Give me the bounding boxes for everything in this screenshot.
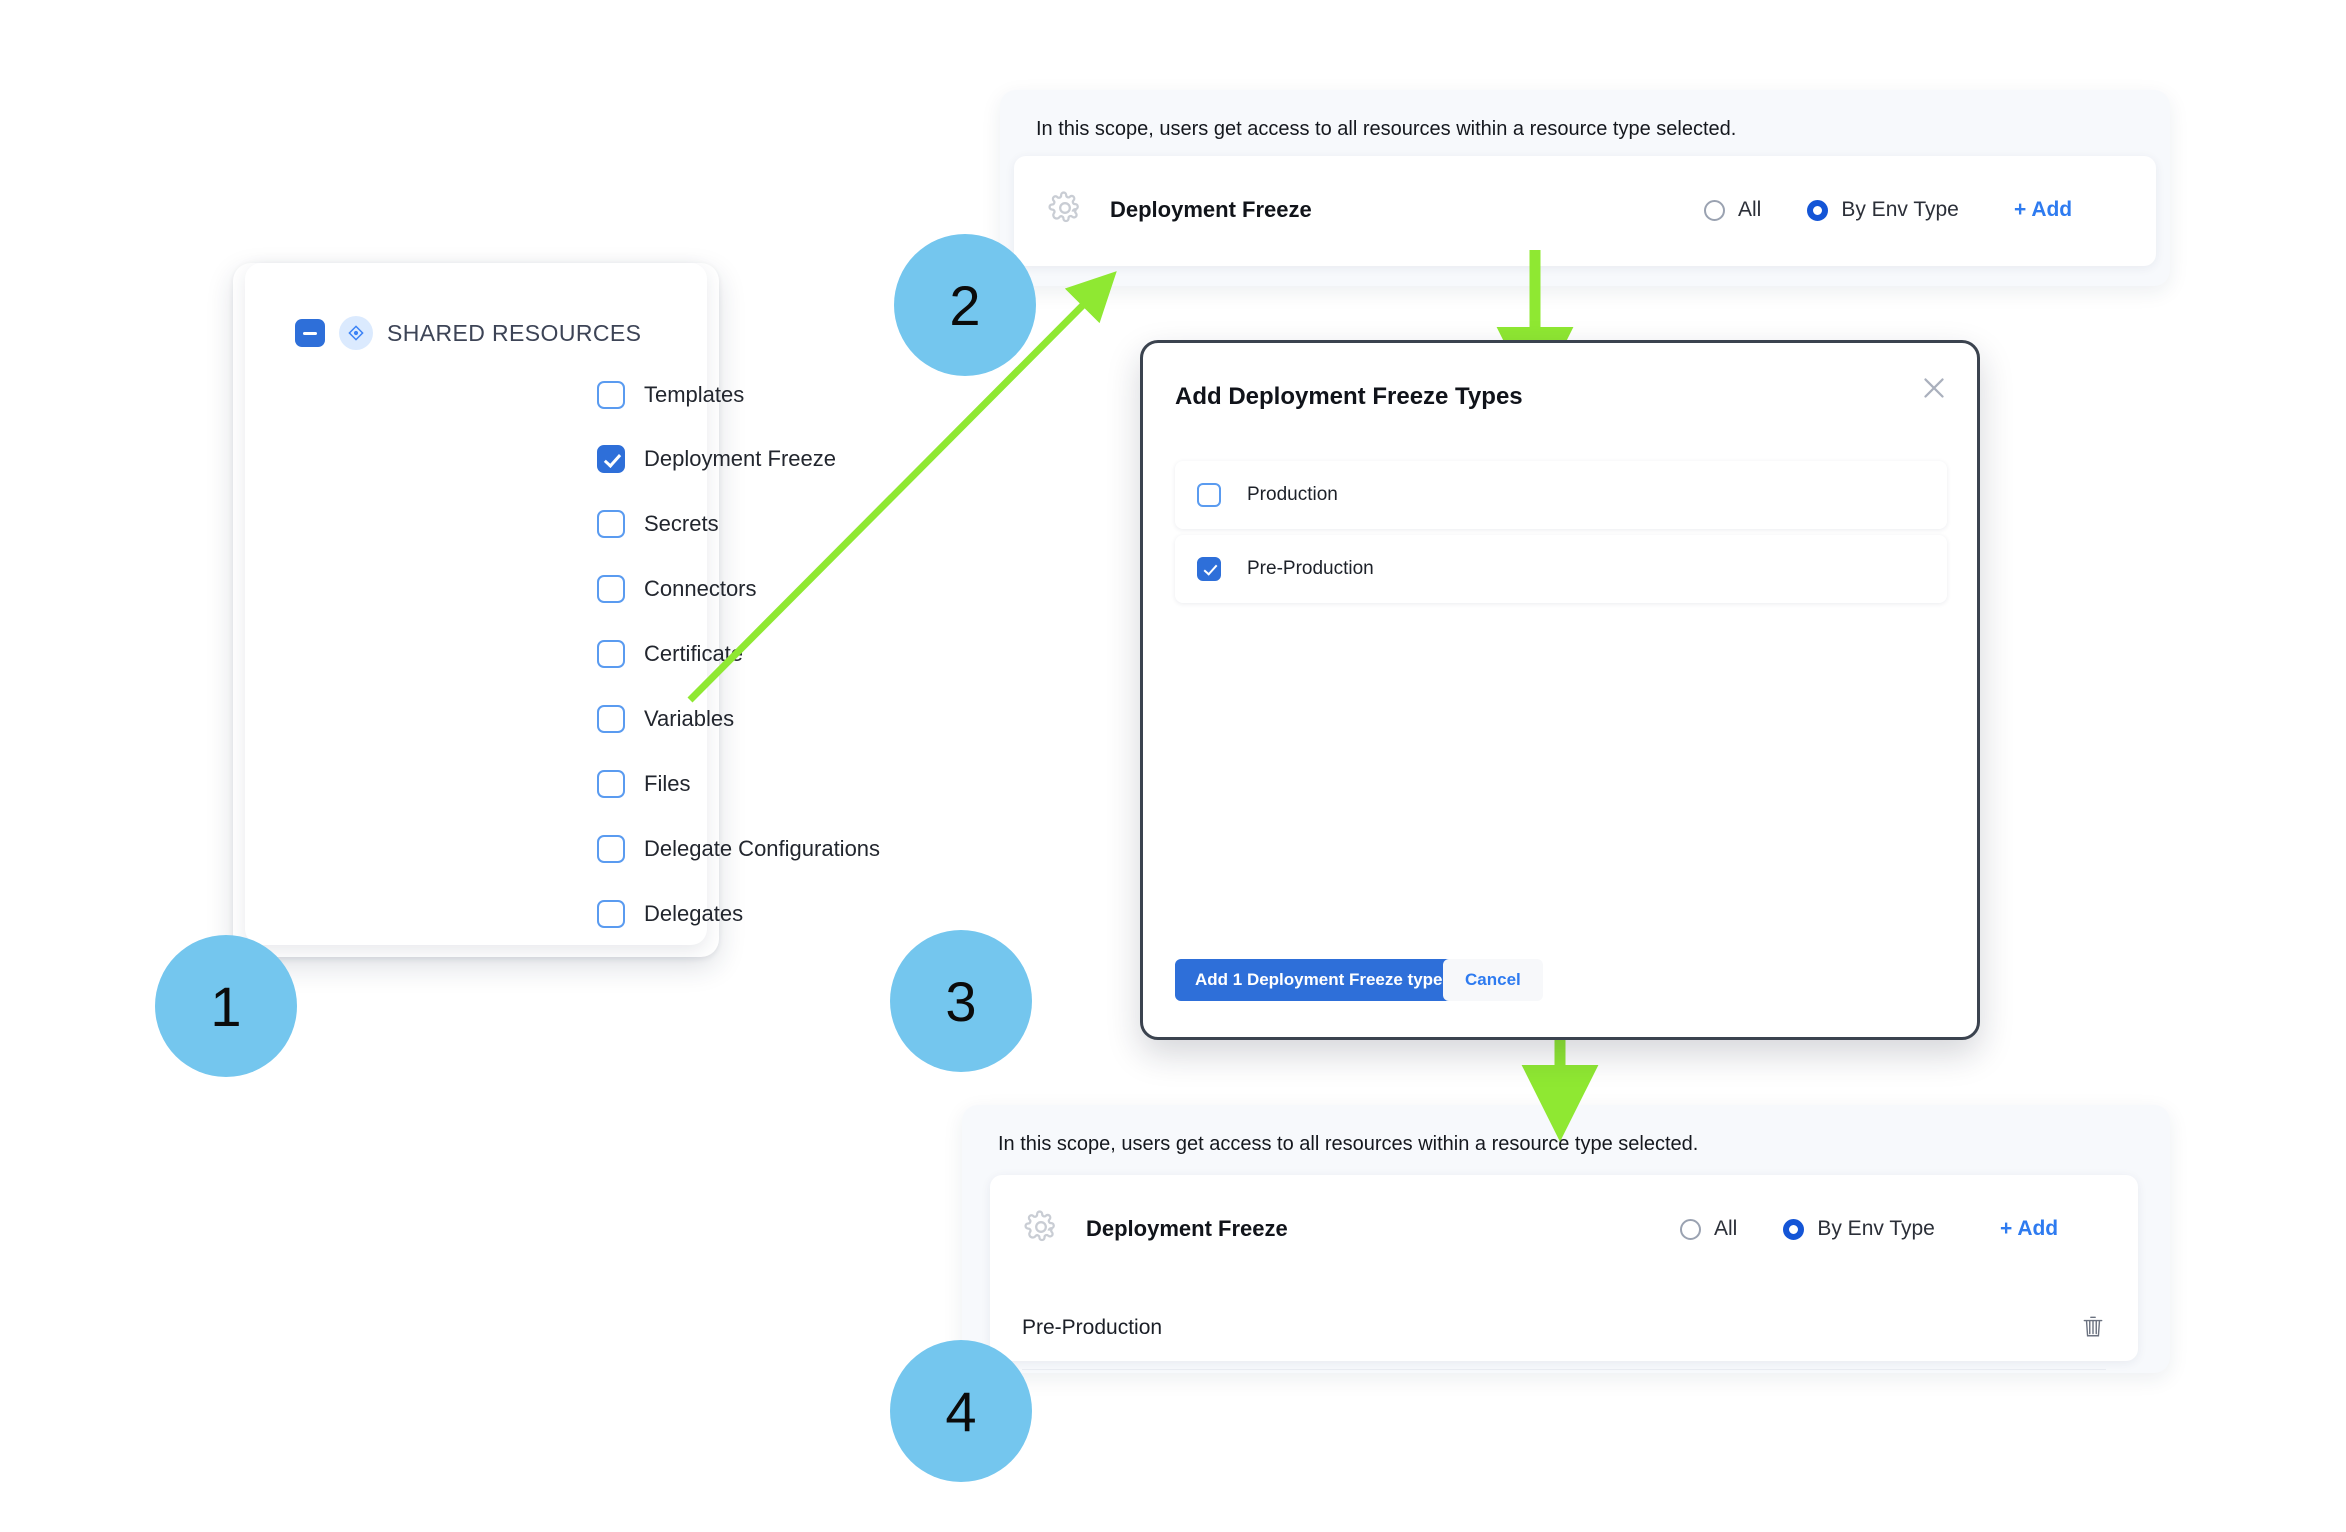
step-badge-4: 4 — [890, 1340, 1032, 1482]
resource-item-secrets[interactable]: Secrets — [597, 510, 719, 538]
checkbox-delegate-configurations[interactable] — [597, 835, 625, 863]
step-badge-1: 1 — [155, 935, 297, 1077]
radio-label-all: All — [1738, 198, 1762, 221]
arrow-tree-to-scope — [687, 271, 1117, 703]
checkbox-files[interactable] — [597, 770, 625, 798]
radio-by-env-type[interactable]: By Env Type — [1783, 1217, 1935, 1241]
add-button[interactable]: + Add — [2014, 198, 2073, 221]
checkbox-templates[interactable] — [597, 381, 625, 409]
shared-resources-label: SHARED RESOURCES — [387, 319, 642, 346]
resource-type-card: Deployment Freeze All By Env Type + Add … — [990, 1175, 2138, 1370]
resource-item-certificate[interactable]: Certificate — [597, 640, 743, 668]
resource-type-row: Deployment Freeze All By Env Type + Add — [1014, 156, 2156, 264]
checkbox-certificate[interactable] — [597, 640, 625, 668]
resource-item-variables[interactable]: Variables — [597, 705, 734, 733]
checkbox-pre-production[interactable] — [1197, 557, 1221, 581]
resource-item-label: Variables — [644, 706, 735, 731]
resource-item-files[interactable]: Files — [597, 770, 690, 798]
gear-icon — [1024, 1209, 1058, 1249]
resource-item-delegates[interactable]: Delegates — [597, 900, 743, 928]
checkbox-deployment-freeze[interactable] — [597, 445, 625, 473]
selected-env-type-row: Pre-Production — [1022, 1287, 2106, 1370]
resource-item-label: Certificate — [644, 641, 744, 666]
radio-label-by-env-type: By Env Type — [1841, 198, 1959, 221]
resource-item-label: Templates — [644, 382, 745, 407]
scope-panel-after: In this scope, users get access to all r… — [962, 1105, 2170, 1373]
scope-note: In this scope, users get access to all r… — [1036, 118, 1737, 140]
shared-resources-card: SHARED RESOURCES Templates Deployment Fr… — [233, 263, 880, 957]
step-badge-3: 3 — [890, 930, 1032, 1072]
resource-type-card: Deployment Freeze All By Env Type + Add — [1014, 156, 2156, 266]
cancel-button[interactable]: Cancel — [1443, 959, 1543, 1001]
add-deployment-freeze-types-modal: Add Deployment Freeze Types Production P… — [1140, 340, 1980, 1040]
resource-node-icon — [339, 316, 373, 350]
checkbox-variables[interactable] — [597, 705, 625, 733]
radio-dot-by-env-type — [1783, 1218, 1805, 1240]
resource-type-title: Deployment Freeze — [1110, 197, 1312, 222]
gear-icon — [1048, 190, 1082, 230]
trash-icon[interactable] — [2080, 1313, 2106, 1344]
scope-mode-radio-group: All By Env Type — [1680, 1217, 1935, 1241]
radio-all[interactable]: All — [1680, 1217, 1737, 1241]
resource-item-label: Secrets — [644, 511, 719, 536]
radio-dot-all — [1680, 1218, 1701, 1240]
option-row-pre-production[interactable]: Pre-Production — [1175, 535, 1947, 603]
radio-by-env-type[interactable]: By Env Type — [1807, 198, 1959, 222]
radio-label-all: All — [1714, 1217, 1738, 1240]
resource-type-title: Deployment Freeze — [1086, 1216, 1288, 1241]
option-label: Production — [1247, 484, 1338, 505]
minus-square-icon[interactable] — [295, 319, 325, 347]
resource-item-label: Delegates — [644, 901, 744, 926]
radio-dot-all — [1704, 199, 1725, 221]
scope-panel-before: In this scope, users get access to all r… — [1000, 90, 2170, 286]
radio-all[interactable]: All — [1704, 198, 1761, 222]
selected-env-type-label: Pre-Production — [1022, 1316, 1163, 1339]
add-button[interactable]: + Add — [2000, 1217, 2059, 1240]
resource-item-delegate-configurations[interactable]: Delegate Configurations — [597, 835, 880, 863]
option-row-production[interactable]: Production — [1175, 461, 1947, 529]
checkbox-secrets[interactable] — [597, 510, 625, 538]
add-deployment-freeze-type-button[interactable]: Add 1 Deployment Freeze type — [1175, 959, 1463, 1001]
checkbox-delegates[interactable] — [597, 900, 625, 928]
checkbox-production[interactable] — [1197, 483, 1221, 507]
radio-label-by-env-type: By Env Type — [1817, 1217, 1935, 1240]
resource-item-label: Delegate Configurations — [644, 836, 881, 861]
step-badge-2: 2 — [894, 234, 1036, 376]
resource-item-label: Files — [644, 771, 691, 796]
resource-item-label: Deployment Freeze — [644, 446, 836, 471]
resource-item-label: Connectors — [644, 576, 757, 601]
scope-note: In this scope, users get access to all r… — [998, 1133, 1699, 1155]
option-label: Pre-Production — [1247, 558, 1374, 579]
close-icon[interactable] — [1917, 371, 1951, 405]
checkbox-connectors[interactable] — [597, 575, 625, 603]
resource-item-connectors[interactable]: Connectors — [597, 575, 757, 603]
resource-item-deployment-freeze[interactable]: Deployment Freeze — [597, 445, 836, 473]
resource-type-row: Deployment Freeze All By Env Type + Add — [990, 1175, 2138, 1283]
shared-resources-header[interactable]: SHARED RESOURCES — [295, 316, 641, 350]
radio-dot-by-env-type — [1807, 199, 1829, 221]
resource-item-templates[interactable]: Templates — [597, 381, 744, 409]
modal-title: Add Deployment Freeze Types — [1175, 383, 1523, 410]
shared-resources-card-inner: SHARED RESOURCES Templates Deployment Fr… — [245, 263, 880, 945]
scope-mode-radio-group: All By Env Type — [1704, 198, 1959, 222]
